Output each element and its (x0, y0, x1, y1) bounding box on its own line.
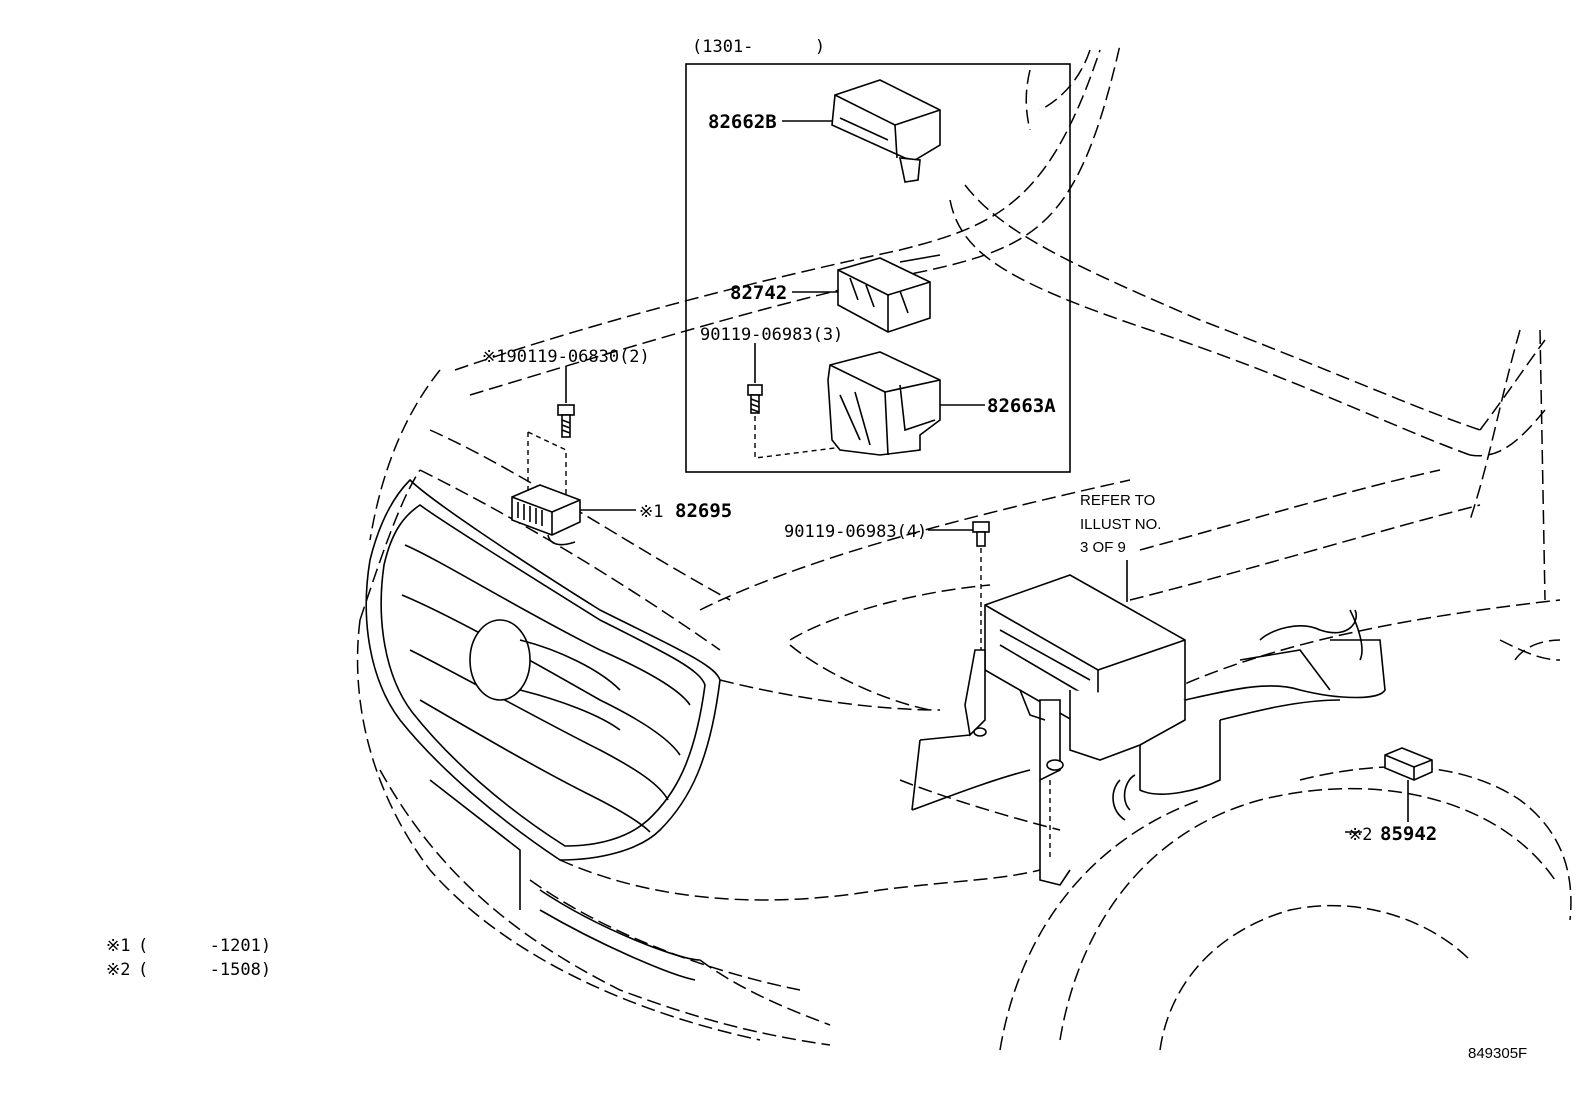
relay-82695 (511, 484, 581, 546)
part-82695-mark: ※1 (639, 502, 663, 522)
front-grille (365, 478, 721, 981)
refer-line-2: ILLUST NO. (1080, 516, 1161, 533)
vehicle-outline (356, 44, 1572, 1051)
inset-range-label: (1301- ) (692, 37, 825, 57)
note-2-text: ( -1508) (138, 960, 271, 980)
part-bolt-main: 90119-06983(4) (784, 522, 927, 542)
inner-fender-bracket (911, 609, 1386, 886)
part-82742: 82742 (730, 282, 787, 304)
relay-block (837, 254, 941, 333)
bolt-inset-phantom (754, 416, 836, 459)
relay-bolt (557, 404, 575, 438)
note-1-mark: ※1 (106, 936, 130, 956)
part-bolt-relay: ※190119-06830(2) (482, 347, 650, 367)
refer-line-3: 3 OF 9 (1080, 539, 1126, 556)
inset-frame (685, 63, 1071, 473)
engine-fuse-box (964, 574, 1186, 782)
part-82662B: 82662B (708, 111, 777, 133)
fuse-box-case (827, 351, 941, 456)
part-85942-mark: ※2 (1348, 825, 1372, 845)
main-bolt (972, 521, 990, 547)
diagram-id: 849305F (1468, 1045, 1527, 1062)
note-2-mark: ※2 (106, 960, 130, 980)
part-82663A: 82663A (987, 395, 1056, 417)
part-85942: 85942 (1380, 823, 1437, 845)
part-82695: 82695 (675, 500, 732, 522)
note-1-text: ( -1201) (138, 936, 271, 956)
inset-bolt (747, 384, 763, 414)
sensor-85942 (1384, 747, 1433, 781)
refer-line-1: REFER TO (1080, 492, 1155, 509)
bolt-relay-phantom (527, 431, 567, 495)
part-bolt-inset: 90119-06983(3) (700, 325, 843, 345)
fuse-box-cover (831, 79, 941, 183)
